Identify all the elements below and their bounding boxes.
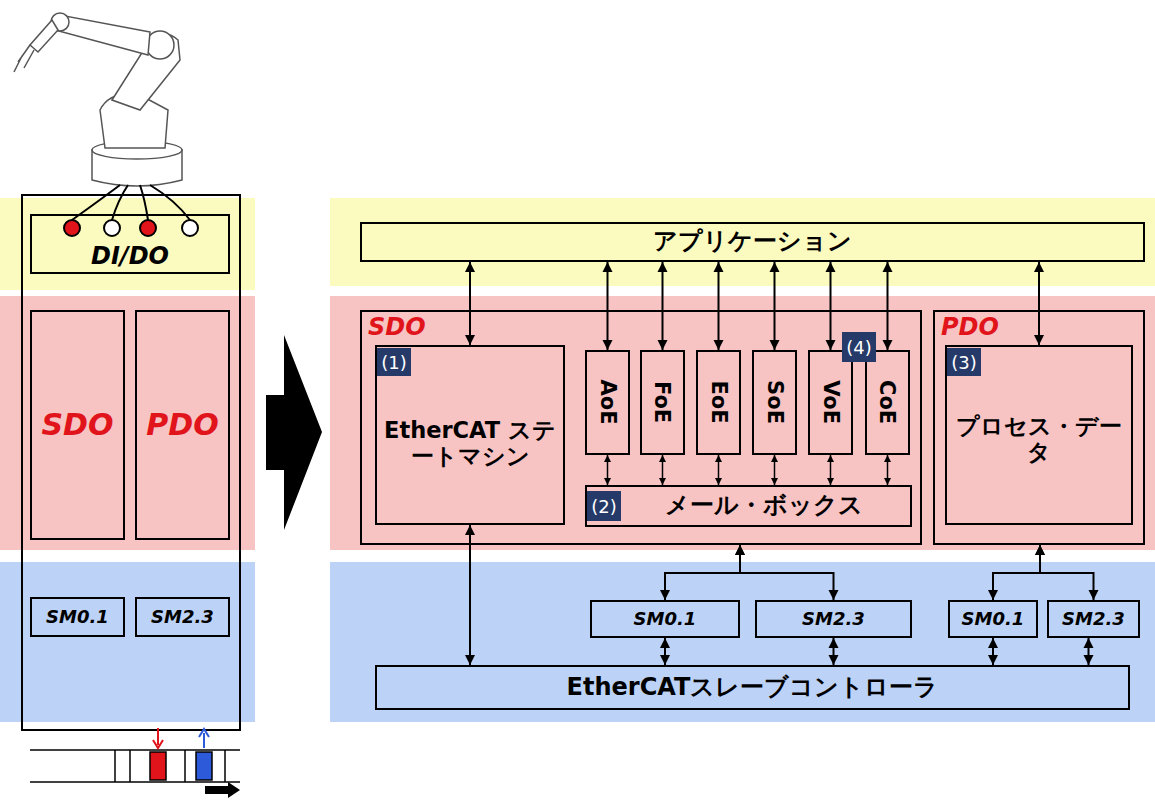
protocol-box: EoE xyxy=(696,350,741,455)
box-label: SDO xyxy=(368,314,426,342)
robot-arm xyxy=(14,13,182,186)
box-label: DI/DO xyxy=(91,243,169,271)
red-band xyxy=(0,296,255,550)
connector-arrow xyxy=(1040,545,1094,600)
process-box: SM0.1 xyxy=(948,600,1038,638)
protocol-box: FoE xyxy=(640,350,685,455)
connector-arrow xyxy=(607,262,609,350)
direction-arrow xyxy=(205,782,240,798)
protocol-box: AoE xyxy=(585,350,630,455)
protocol-box: SoE xyxy=(752,350,797,455)
protocol-label: VoE xyxy=(818,381,842,425)
connector-arrow xyxy=(740,545,834,600)
box-label: EtherCATスレーブコントローラ xyxy=(567,674,939,702)
protocol-label: EoE xyxy=(706,381,730,424)
connector-arrow xyxy=(718,262,720,350)
protocol-label: AoE xyxy=(595,380,619,425)
process-box: DI/DO xyxy=(30,214,230,274)
box-label: アプリケーション xyxy=(653,228,852,256)
connector-arrow xyxy=(469,262,471,345)
group-box: SDO EtherCAT ステートマシン AoE FoE EoE SoE VoE CoE メール… xyxy=(360,310,922,545)
connector-arrow xyxy=(887,262,889,350)
yellow-band xyxy=(0,198,255,290)
connector-arrow xyxy=(1038,262,1040,345)
protocol-label: CoE xyxy=(875,380,899,424)
protocol-label: FoE xyxy=(650,381,674,423)
connector-arrow xyxy=(830,262,832,350)
protocol-label: SoE xyxy=(762,381,786,425)
box-label: EtherCAT ステートマシン xyxy=(377,418,563,470)
ethercat-frame xyxy=(30,728,240,782)
box-label: SDO xyxy=(41,408,113,443)
connector-arrow xyxy=(662,262,664,350)
process-box: PDO xyxy=(135,310,230,540)
connector-arrow xyxy=(662,455,664,485)
transition-arrow xyxy=(266,335,322,530)
connector-arrow xyxy=(718,455,720,485)
protocol-box: VoE xyxy=(808,350,853,455)
process-box: SM2.3 xyxy=(1047,600,1140,638)
process-box: SM2.3 xyxy=(135,597,230,637)
red-band xyxy=(330,296,1155,550)
process-box: SDO xyxy=(30,310,125,540)
box-label: SM2.3 xyxy=(151,607,214,628)
protocol-box: CoE xyxy=(865,350,910,455)
connector-arrow xyxy=(833,638,835,665)
yellow-band xyxy=(330,198,1155,286)
box-label: SM0.1 xyxy=(46,607,109,628)
box-label: SM0.1 xyxy=(962,609,1025,630)
box-label: SM2.3 xyxy=(802,609,865,630)
connector-arrow xyxy=(607,455,609,485)
connector-arrow xyxy=(774,262,776,350)
process-box: SM0.1 xyxy=(30,597,125,637)
box-label: プロセス・データ xyxy=(947,414,1131,466)
blue-band xyxy=(330,562,1155,722)
box-label: PDO xyxy=(146,408,218,443)
group-box: PDO プロセス・データ xyxy=(933,310,1145,545)
box-label: メール・ボックス xyxy=(665,492,863,520)
connector-arrow xyxy=(1088,638,1090,665)
process-box: アプリケーション xyxy=(360,222,1145,262)
connector-arrow xyxy=(993,545,1040,600)
callout-number: (3) xyxy=(947,348,981,376)
connector-arrow xyxy=(469,525,471,665)
process-box: メール・ボックス xyxy=(585,485,912,527)
connector-arrow xyxy=(664,638,666,665)
device-outline xyxy=(22,195,240,730)
callout-number: (4) xyxy=(842,332,876,362)
box-label: PDO xyxy=(941,314,999,342)
blue-band xyxy=(0,562,255,722)
connector-arrow xyxy=(830,455,832,485)
process-box: SM2.3 xyxy=(755,600,912,638)
callout-number: (1) xyxy=(377,348,411,376)
box-label: SM0.1 xyxy=(634,609,697,630)
connector-arrow xyxy=(887,455,889,485)
process-box: EtherCATスレーブコントローラ xyxy=(375,665,1130,710)
connector-arrow xyxy=(665,545,740,600)
box-label: SM2.3 xyxy=(1062,609,1125,630)
connector-arrow xyxy=(774,455,776,485)
process-box: SM0.1 xyxy=(590,600,740,638)
connector-arrow xyxy=(992,638,994,665)
callout-number: (2) xyxy=(587,491,621,521)
io-terminal xyxy=(64,220,198,236)
